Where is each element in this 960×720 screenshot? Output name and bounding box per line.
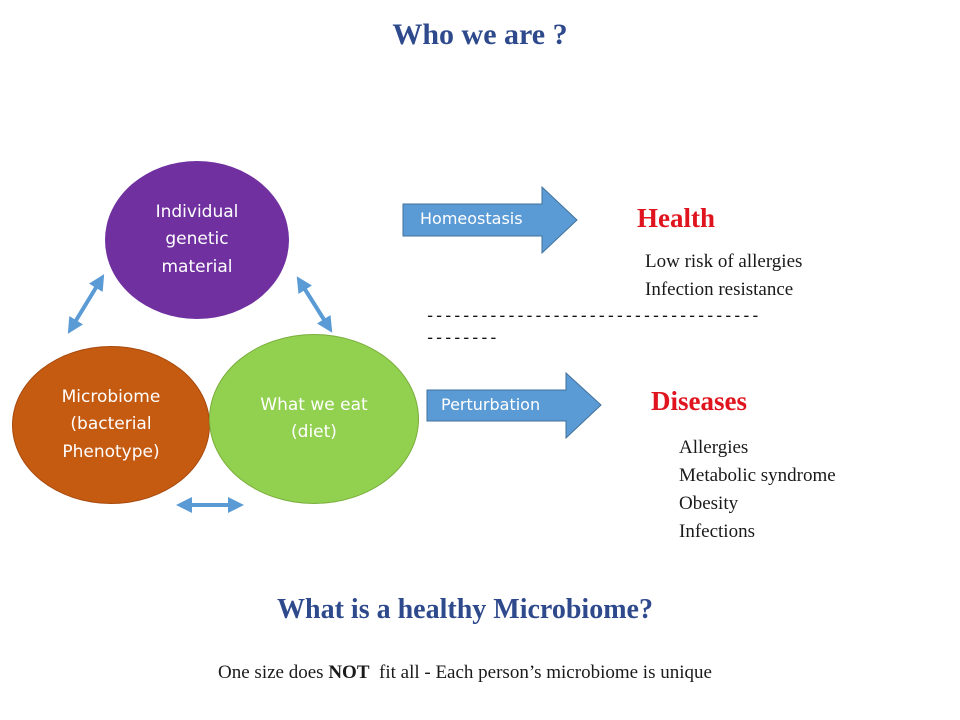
microbiome-label: Microbiome (bacterial Phenotype) bbox=[61, 387, 161, 462]
list-item: Metabolic syndrome bbox=[679, 465, 836, 486]
diet-circle: What we eat (diet) bbox=[209, 334, 419, 504]
list-item: Obesity bbox=[679, 493, 739, 514]
homeostasis-label: Homeostasis bbox=[420, 209, 523, 228]
genetic-material-circle: Individual genetic material bbox=[105, 161, 289, 319]
list-item: Infection resistance bbox=[645, 279, 794, 300]
diseases-heading: Diseases bbox=[651, 386, 747, 416]
footer-emphasis: NOT bbox=[328, 662, 370, 683]
footer-text-after: fit all - Each person’s microbiome is un… bbox=[369, 662, 712, 683]
dashed-divider: ------------------------------------- --… bbox=[425, 305, 760, 349]
list-item: Infections bbox=[679, 521, 755, 542]
footer-text-before: One size does bbox=[218, 662, 329, 683]
list-item: Low risk of allergies bbox=[645, 251, 803, 272]
health-list: Low risk of allergies Infection resistan… bbox=[645, 248, 802, 304]
health-heading: Health bbox=[637, 203, 715, 233]
footer-statement: One size does NOT fit all - Each person’… bbox=[0, 662, 930, 684]
perturbation-arrow bbox=[426, 371, 602, 440]
list-item: Allergies bbox=[679, 437, 749, 458]
genetic-diet-double-arrow bbox=[296, 276, 333, 333]
diseases-list: Allergies Metabolic syndrome Obesity Inf… bbox=[679, 434, 836, 546]
genetic-microbiome-double-arrow bbox=[67, 274, 105, 334]
genetic-material-label: Individual genetic material bbox=[155, 202, 239, 277]
divider-line-1: ------------------------------------- bbox=[425, 306, 760, 326]
diet-label: What we eat (diet) bbox=[260, 394, 368, 442]
perturbation-label: Perturbation bbox=[441, 395, 541, 414]
divider-line-2: -------- bbox=[425, 328, 498, 348]
healthy-microbiome-question: What is a healthy Microbiome? bbox=[277, 594, 653, 625]
page-title: Who we are ? bbox=[392, 18, 568, 51]
homeostasis-arrow bbox=[402, 185, 578, 255]
microbiome-circle: Microbiome (bacterial Phenotype) bbox=[12, 346, 210, 504]
